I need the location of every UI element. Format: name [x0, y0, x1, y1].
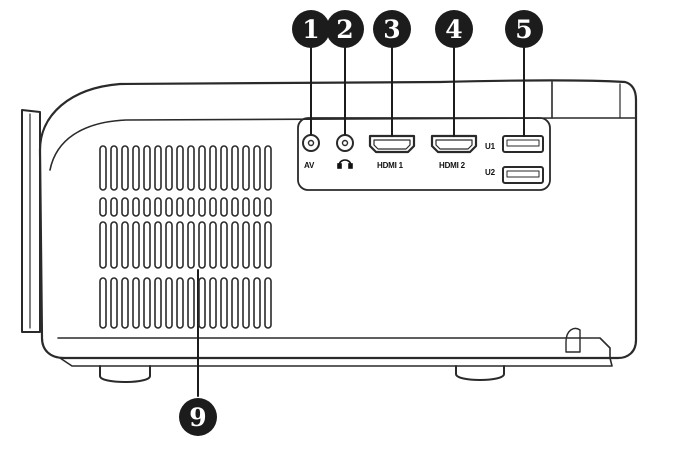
- vent-slot: [99, 197, 107, 217]
- vent-slot: [209, 145, 217, 191]
- callout-2: 2: [326, 10, 364, 48]
- vent-slot: [176, 145, 184, 191]
- vent-slot: [132, 197, 140, 217]
- vent-slot: [154, 197, 162, 217]
- vent-slot: [264, 221, 272, 269]
- vent-slot: [99, 221, 107, 269]
- vent-slot: [110, 221, 118, 269]
- vent-slot: [231, 145, 239, 191]
- vent-slot: [253, 197, 261, 217]
- vent-slot: [187, 221, 195, 269]
- callout-9: 9: [179, 398, 217, 436]
- vent-slot: [110, 197, 118, 217]
- vent-slot: [110, 145, 118, 191]
- vent-slot: [198, 221, 206, 269]
- usb2-label: U2: [485, 168, 495, 177]
- vent-slot: [154, 277, 162, 329]
- callout-3: 3: [373, 10, 411, 48]
- vent-slot: [231, 221, 239, 269]
- foot-front: [99, 365, 151, 383]
- vent-slot: [143, 277, 151, 329]
- vent-slot: [253, 221, 261, 269]
- vent-slot: [242, 145, 250, 191]
- vent-slot: [154, 221, 162, 269]
- body-shell: [38, 79, 638, 360]
- vent-slot: [132, 277, 140, 329]
- vent-slot: [154, 145, 162, 191]
- vent-slot: [220, 221, 228, 269]
- headphone-port: [336, 134, 354, 152]
- vent-slot: [99, 277, 107, 329]
- vent-slot: [165, 197, 173, 217]
- vent-slot: [242, 221, 250, 269]
- vent-slot: [121, 145, 129, 191]
- vent-slot: [198, 277, 206, 329]
- vent-slot: [132, 145, 140, 191]
- vent-slot: [176, 277, 184, 329]
- vent-slot: [231, 197, 239, 217]
- vent-slot: [165, 221, 173, 269]
- vent-slot: [143, 221, 151, 269]
- callout-5: 5: [505, 10, 543, 48]
- foot-rear: [455, 365, 505, 381]
- vent-slot: [121, 277, 129, 329]
- vent-slot: [242, 197, 250, 217]
- vent-slot: [242, 277, 250, 329]
- vent-grille: [99, 145, 272, 329]
- base-bottom: [59, 357, 613, 367]
- hdmi1-port: [368, 134, 416, 154]
- usb1-label: U1: [485, 142, 495, 151]
- vent-slot: [143, 145, 151, 191]
- vent-slot: [176, 197, 184, 217]
- vent-slot: [121, 197, 129, 217]
- vent-slot: [198, 145, 206, 191]
- vent-slot: [231, 277, 239, 329]
- vent-slot: [220, 277, 228, 329]
- vent-slot: [165, 277, 173, 329]
- callout-1: 1: [292, 10, 330, 48]
- vent-slot: [99, 145, 107, 191]
- vent-slot: [253, 145, 261, 191]
- callout-4: 4: [435, 10, 473, 48]
- io-panel: [297, 117, 551, 191]
- vent-slot: [187, 197, 195, 217]
- rear-tab: [565, 327, 581, 353]
- vent-slot: [165, 145, 173, 191]
- vent-slot: [176, 221, 184, 269]
- vent-slot: [187, 277, 195, 329]
- vent-slot: [198, 197, 206, 217]
- usb1-port: [502, 135, 544, 153]
- vent-slot: [143, 197, 151, 217]
- vent-slot: [187, 145, 195, 191]
- vent-slot: [132, 221, 140, 269]
- vent-slot: [110, 277, 118, 329]
- vent-slot: [121, 221, 129, 269]
- body-inner-curve: [49, 117, 637, 171]
- vent-slot: [264, 145, 272, 191]
- vent-slot: [209, 197, 217, 217]
- av-port: [302, 134, 320, 152]
- av-label: AV: [304, 161, 315, 170]
- headphone-icon: [337, 159, 353, 169]
- vent-slot: [264, 197, 272, 217]
- vent-slot: [220, 145, 228, 191]
- vent-slot: [209, 221, 217, 269]
- front-bezel: [21, 109, 41, 333]
- hdmi2-label: HDMI 2: [439, 161, 465, 170]
- vent-slot: [220, 197, 228, 217]
- usb2-port: [502, 166, 544, 184]
- vent-slot: [209, 277, 217, 329]
- hdmi1-label: HDMI 1: [377, 161, 403, 170]
- hdmi2-port: [430, 134, 478, 154]
- vent-slot: [253, 277, 261, 329]
- base-plate: [57, 337, 611, 359]
- vent-slot: [264, 277, 272, 329]
